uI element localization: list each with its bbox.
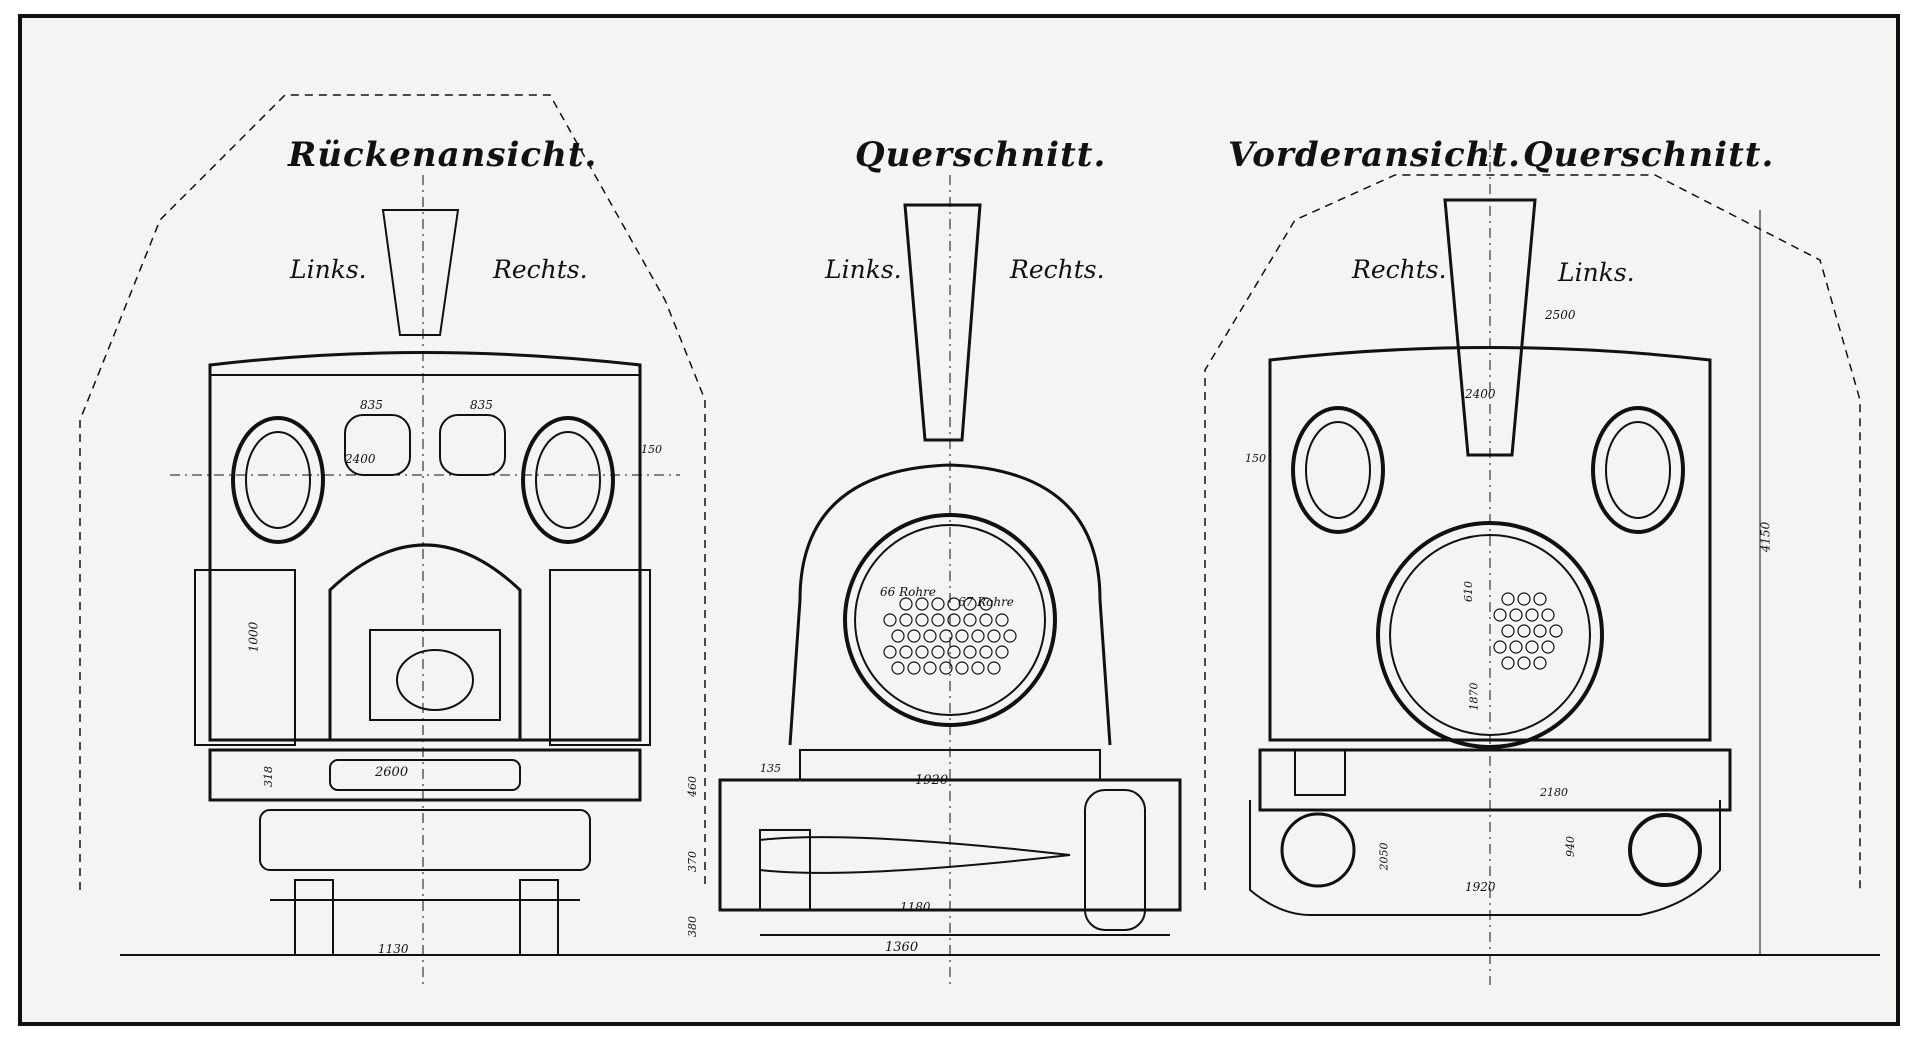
front-view: [1204, 140, 1861, 985]
front-window-right: [1591, 406, 1685, 534]
title-rear-view: Rückenansicht.: [288, 135, 598, 175]
front-window-left: [1291, 406, 1385, 534]
label-rear-right: Rechts.: [493, 255, 588, 284]
dim-front-610: 610: [1462, 581, 1475, 602]
label-front-right: Rechts.: [1352, 255, 1447, 284]
front-cab: [1268, 346, 1712, 742]
dim-rear-2600: 2600: [375, 765, 409, 780]
rear-window-right: [521, 416, 615, 544]
front-clearance-outline: [1204, 174, 1861, 890]
dim-front-1920: 1920: [1465, 880, 1496, 894]
dim-rear-1130: 1130: [378, 942, 409, 956]
rear-cab: [208, 351, 642, 742]
dim-rear-370: 370: [686, 851, 699, 872]
dim-front-2400: 2400: [1465, 387, 1496, 401]
front-boiler-tubes: [1493, 592, 1563, 670]
rear-view: [79, 94, 706, 985]
dim-mid-66-rohre: 66 Rohre: [880, 585, 936, 599]
dim-front-1870: 1870: [1467, 682, 1481, 711]
dim-front-2500: 2500: [1545, 308, 1576, 322]
front-chimney: [1443, 198, 1537, 457]
label-mid-right: Rechts.: [1010, 255, 1105, 284]
rear-firebox: [328, 543, 522, 740]
front-buffer-beam: [1258, 748, 1732, 812]
dim-front-940: 940: [1564, 836, 1577, 857]
dim-mid-1360: 1360: [885, 940, 919, 955]
dim-rear-150: 150: [641, 443, 662, 456]
title-right-section: Querschnitt.: [1523, 135, 1775, 175]
rear-chimney: [381, 209, 460, 336]
dim-rear-2400: 2400: [345, 452, 376, 466]
dim-rear-835b: 835: [470, 398, 493, 412]
dim-front-4150: 4150: [1758, 521, 1773, 553]
dim-front-2180: 2180: [1540, 786, 1568, 799]
title-middle-section: Querschnitt.: [855, 135, 1107, 175]
label-mid-left: Links.: [825, 255, 902, 284]
mid-boiler-tubes: [883, 597, 1017, 675]
dim-mid-1180: 1180: [900, 900, 931, 914]
middle-section: [718, 175, 1182, 985]
dim-mid-1920: 1920: [915, 773, 949, 788]
rear-buffer-beam: [208, 748, 642, 802]
dim-rear-460: 460: [686, 776, 699, 797]
dim-rear-1000: 1000: [246, 621, 261, 653]
drawing-frame: [18, 14, 1900, 1026]
dim-rear-835a: 835: [360, 398, 383, 412]
mid-chimney: [903, 203, 982, 442]
rear-window-left: [231, 416, 325, 544]
dim-front-2050: 2050: [1377, 842, 1391, 871]
dim-mid-135: 135: [760, 762, 781, 775]
label-rear-left: Links.: [290, 255, 367, 284]
dim-rear-380: 380: [686, 916, 699, 937]
label-front-left: Links.: [1558, 258, 1635, 287]
dim-mid-67-rohre: 67 Rohre: [958, 595, 1014, 609]
rear-clearance-outline: [79, 94, 706, 890]
dim-front-150: 150: [1245, 452, 1266, 465]
dim-rear-318: 318: [262, 766, 275, 787]
title-front-view: Vorderansicht.: [1228, 135, 1521, 175]
